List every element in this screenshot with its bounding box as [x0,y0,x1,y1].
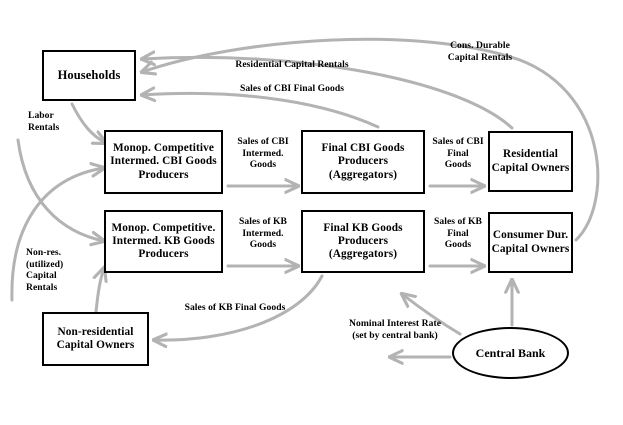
edge-sales-cbi-final-goods [142,93,380,129]
node-consumer-durable-capital-owners[interactable]: Consumer Dur. Capital Owners [488,212,573,273]
label-nominal-interest-rate: Nominal Interest Rate (set by central ba… [349,318,441,341]
label-sales-of-cbi-final: Sales of CBI Final Goods [432,136,484,170]
label-sales-of-cbi-intermed-goods: Sales of CBI Intermed. Goods [237,136,289,170]
node-final-cbi-goods-producers[interactable]: Final CBI Goods Producers (Aggregators) [301,130,425,194]
label-sales-of-kb-intermed-goods: Sales of KB Intermed. Goods [239,216,287,250]
node-final-kb-label: Final KB Goods Producers (Aggregators) [323,221,403,261]
node-residential-capital-owners-label: Residential Capital Owners [491,148,570,174]
node-non-residential-capital-owners-label: Non-residential Capital Owners [56,325,135,351]
node-residential-capital-owners[interactable]: Residential Capital Owners [488,131,573,192]
label-labor-rentals: Labor Rentals [28,110,60,133]
label-non-res-utilized-capital-rentals: Non-res. (utilized) Capital Rentals [26,247,64,293]
label-sales-of-cbi-final-goods: Sales of CBI Final Goods [239,83,345,94]
label-sales-of-kb-final: Sales of KB Final Goods [434,216,482,250]
edge-nonres-capital-rentals-to-kb [96,268,104,314]
label-sales-of-kb-final-goods: Sales of KB Final Goods [184,302,286,313]
node-monop-competitive-intermed-kb-goods-producers[interactable]: Monop. Competitive. Intermed. KB Goods P… [104,210,223,273]
node-consumer-dur-capital-owners-label: Consumer Dur. Capital Owners [491,229,570,255]
node-households[interactable]: Households [42,50,136,101]
edge-labor-rentals-to-kb [16,138,104,241]
label-cons-durable-capital-rentals: Cons. Durable Capital Rentals [447,40,513,63]
node-central-bank-label: Central Bank [475,345,546,360]
node-final-cbi-label: Final CBI Goods Producers (Aggregators) [321,142,405,181]
node-final-kb-goods-producers[interactable]: Final KB Goods Producers (Aggregators) [301,210,425,273]
node-monop-cbi-label: Monop. Competitive Intermed. CBI Goods P… [110,142,217,181]
node-monop-kb-label: Monop. Competitive. Intermed. KB Goods P… [111,221,216,261]
node-non-residential-capital-owners[interactable]: Non-residential Capital Owners [42,312,149,366]
node-households-label: Households [57,68,121,83]
node-monop-competitive-intermed-cbi-goods-producers[interactable]: Monop. Competitive Intermed. CBI Goods P… [104,130,223,194]
label-residential-capital-rentals: Residential Capital Rentals [235,59,349,70]
node-central-bank[interactable]: Central Bank [452,327,569,379]
